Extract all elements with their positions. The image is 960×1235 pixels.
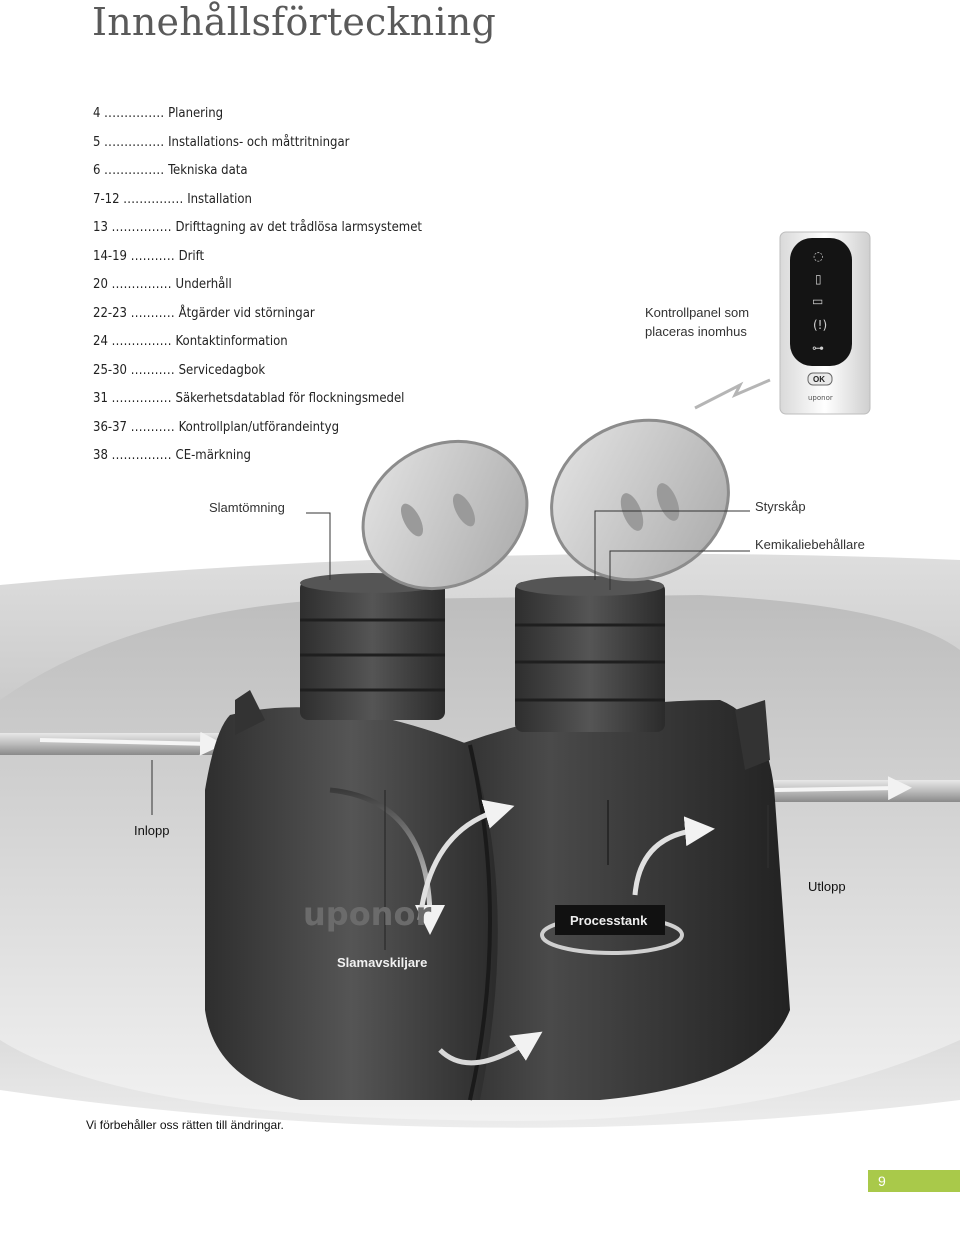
toc-pages: 24 [93,334,108,349]
sludge-separator-flow-arrow [329,787,445,935]
toc-dots: ............... [111,220,172,235]
toc-dots: ............... [104,106,165,121]
left-lid [361,439,529,591]
toc-entry[interactable]: 5 ............... Installations- och måt… [93,129,513,158]
alarm-status-icon: (!) [813,318,827,332]
toc-entry[interactable]: 14-19 ........... Drift [93,243,513,272]
panel-ok-label: OK [813,375,825,384]
toc-entry[interactable]: 25-30 ........... Servicedagbok [93,357,513,386]
toc-entry[interactable]: 20 ............... Underhåll [93,271,513,300]
sludge-separator-body [205,707,498,1100]
toc-entry[interactable]: 6 ............... Tekniska data [93,157,513,186]
tank-rim-left [235,690,265,735]
toc-entry[interactable]: 36-37 ........... Kontrollplan/utförande… [93,414,513,443]
label-processtank: Processtank [570,913,648,928]
label-inlopp: Inlopp [134,823,170,838]
leader-slamtomning [306,512,331,580]
toc-title: CE-märkning [175,448,251,463]
tank-brand-logo: uponor [303,895,431,933]
toc-dots: ............... [111,277,172,292]
toc-pages: 13 [93,220,108,235]
label-utlopp: Utlopp [808,879,846,894]
inlet-flow-arrow [39,731,224,756]
toc-pages: 25-30 [93,362,127,378]
right-lid [550,418,730,582]
toc-title: Åtgärder vid störningar [178,305,315,321]
toc-dots: ............... [104,134,165,150]
toc-entry[interactable]: 22-23 ........... Åtgärder vid störninga… [93,300,513,329]
control-panel-screen [790,238,852,366]
toc-entry[interactable]: 4 ............... Planering [93,100,513,129]
toc-title: Underhåll [175,277,232,292]
right-riser [515,582,665,732]
toc-pages: 5 [93,134,101,150]
toc-pages: 7-12 [93,191,120,207]
label-slamtomning: Slamtömning [209,500,285,515]
toc-dots: ........... [130,248,175,264]
chemical-status-icon: ▯ [815,272,822,286]
left-lid-handle [400,503,424,537]
tank-seam [468,744,492,1101]
control-panel-caption-line2: placeras inomhus [645,324,747,339]
toc-pages: 6 [93,163,101,178]
toc-dots: ............... [123,191,184,207]
toc-pages: 22-23 [93,305,127,321]
disclaimer: Vi förbehåller oss rätten till ändringar… [86,1118,284,1132]
toc-title: Kontrollplan/utförandeintyg [178,419,339,435]
processtank-label-box [555,905,665,935]
toc-pages: 31 [93,391,108,406]
control-panel-caption-line1: Kontrollpanel som [645,305,750,320]
toc-entry[interactable]: 31 ............... Säkerhetsdatablad för… [93,385,513,414]
toc-dots: ............... [111,391,172,406]
toc-entry[interactable]: 24 ............... Kontaktinformation [93,328,513,357]
toc-title: Drifttagning av det trådlösa larmsysteme… [175,220,422,235]
toc-dots: ........... [130,419,175,435]
tank-rim-right [735,700,770,770]
toc-dots: ............... [111,448,172,463]
toc-dots: ............... [104,163,165,178]
toc-title: Drift [178,248,205,264]
process-tank-flow-arrow [417,799,515,921]
page-number: 9 [878,1173,886,1189]
toc-title: Planering [168,106,224,121]
label-slamavskiljare: Slamavskiljare [337,955,428,970]
wifi-status-icon: ◌ [813,249,823,263]
leader-styrskap [594,510,750,580]
toc-pages: 20 [93,277,108,292]
toc-title: Säkerhetsdatablad för flockningsmedel [175,391,405,406]
tank-status-icon: ▭ [812,294,823,308]
leader-kemikalie [609,550,750,590]
table-of-contents: 4 ............... Planering 5 ..........… [93,100,513,471]
label-styrskap: Styrskåp [755,499,806,514]
wireless-signal-icon [694,378,771,410]
toc-title: Kontaktinformation [175,334,288,349]
panel-ok-button[interactable] [807,372,833,386]
toc-entry[interactable]: 7-12 ............... Installation [93,186,513,215]
toc-dots: ........... [130,362,175,378]
label-kemikaliebehallare: Kemikaliebehållare [755,537,865,552]
toc-dots: ............... [111,334,172,349]
left-lid-handle [452,493,476,527]
outlet-flow-arrow [774,776,912,801]
toc-pages: 14-19 [93,248,127,264]
sludge-separator-flow-arrow [438,1031,543,1066]
page-number-badge: 9 [868,1170,960,1192]
toc-entry[interactable]: 38 ............... CE-märkning [93,442,513,471]
left-riser [300,580,445,720]
toc-title: Installation [187,191,252,207]
toc-title: Servicedagbok [178,362,266,378]
toc-title: Installations- och måttritningar [168,134,350,150]
pump-status-icon: ⊶ [812,341,824,355]
toc-dots: ........... [130,305,175,321]
toc-pages: 36-37 [93,419,127,435]
toc-pages: 38 [93,448,108,463]
page-title: Innehållsförteckning [92,0,496,44]
toc-pages: 4 [93,106,101,121]
right-lid-handle [620,493,644,531]
panel-brand-logo: uponor [808,394,833,402]
process-tank-flow-arrow [632,816,715,896]
toc-entry[interactable]: 13 ............... Drifttagning av det t… [93,214,513,243]
toc-title: Tekniska data [168,163,248,178]
